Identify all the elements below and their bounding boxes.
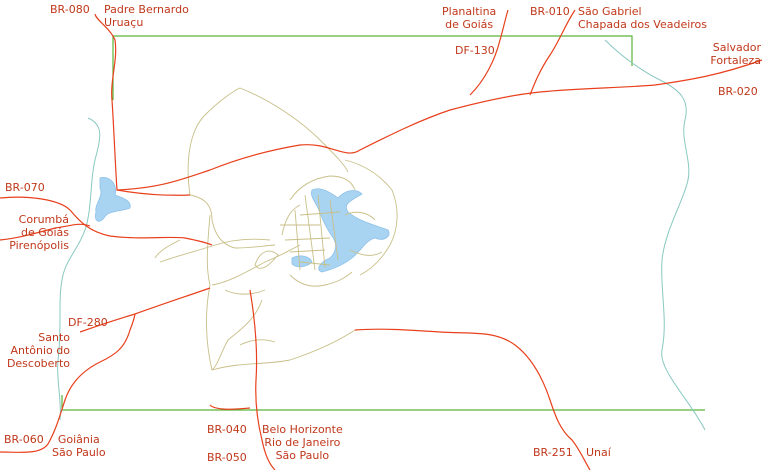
- label-salvador: Salvador Fortaleza: [710, 41, 761, 67]
- label-corumba-line1: Corumbá: [18, 213, 69, 226]
- label-sao-paulo-2: São Paulo: [275, 449, 330, 462]
- road-br070: [0, 196, 213, 246]
- label-corumba-line2: de Goiás: [20, 226, 69, 239]
- label-br040: BR-040: [207, 423, 247, 436]
- label-br050: BR-050: [207, 451, 247, 464]
- river-west: [57, 117, 101, 421]
- road-west-spur: [0, 223, 91, 241]
- label-br010: BR-010: [530, 5, 570, 18]
- label-unai: Unaí: [586, 446, 611, 459]
- label-df280: DF-280: [68, 316, 108, 329]
- label-santo-line1: Santo: [38, 331, 70, 344]
- label-planaltina-line2: de Goiás: [445, 18, 494, 31]
- label-planaltina-line1: Planaltina: [442, 5, 497, 18]
- road-sao-gabriel: [529, 9, 576, 96]
- road-br080: [94, 13, 191, 196]
- label-df130: DF-130: [455, 44, 495, 57]
- label-br060: BR-060: [4, 433, 44, 446]
- label-pirenopolis: Pirenópolis: [9, 239, 69, 252]
- label-rio-de-janeiro: Rio de Janeiro: [264, 436, 341, 449]
- label-padre-bernardo-line1: Padre Bernardo: [104, 3, 189, 16]
- label-sao-gabriel: São Gabriel Chapada dos Veadeiros: [578, 5, 707, 31]
- river-east: [604, 39, 706, 431]
- road-br010: [469, 9, 509, 96]
- label-br070: BR-070: [5, 181, 45, 194]
- lake-descoberto: [95, 177, 131, 222]
- road-br040-north: [209, 404, 251, 410]
- label-belo-horizonte: Belo Horizonte Rio de Janeiro São Paulo: [262, 423, 343, 462]
- label-br251: BR-251: [533, 446, 573, 459]
- label-goiania: Goiânia São Paulo: [52, 433, 106, 459]
- road-br251: [354, 328, 591, 470]
- label-padre-bernardo: Padre Bernardo Uruaçu: [104, 3, 189, 29]
- label-belo-horizonte-line1: Belo Horizonte: [262, 423, 343, 436]
- label-planaltina: Planaltina de Goiás: [442, 5, 496, 31]
- label-santo-line2: Antônio do: [10, 344, 70, 357]
- label-uruacu: Uruaçu: [104, 16, 144, 29]
- label-br020: BR-020: [718, 85, 758, 98]
- highways: [0, 9, 763, 470]
- lake-santa-maria: [291, 255, 313, 268]
- label-chapada: Chapada dos Veadeiros: [578, 18, 708, 31]
- label-corumba: Corumbá de Goiás Pirenópolis: [3, 213, 69, 252]
- road-br060: [0, 313, 136, 453]
- label-br080: BR-080: [50, 3, 90, 16]
- label-fortaleza: Fortaleza: [710, 54, 761, 67]
- district-border: [61, 35, 705, 411]
- label-santo-antonio: Santo Antônio do Descoberto: [3, 331, 70, 370]
- label-sao-gabriel-line1: São Gabriel: [578, 5, 642, 18]
- road-df280: [79, 287, 211, 333]
- label-santo-line3: Descoberto: [6, 357, 70, 370]
- street-network: [154, 87, 398, 371]
- label-salvador-line1: Salvador: [712, 41, 761, 54]
- label-goiania-line1: Goiânia: [57, 433, 100, 446]
- lake-paranoa: [311, 188, 390, 273]
- road-br040: [249, 289, 276, 470]
- label-sao-paulo-1: São Paulo: [52, 446, 106, 459]
- road-br020: [116, 59, 763, 191]
